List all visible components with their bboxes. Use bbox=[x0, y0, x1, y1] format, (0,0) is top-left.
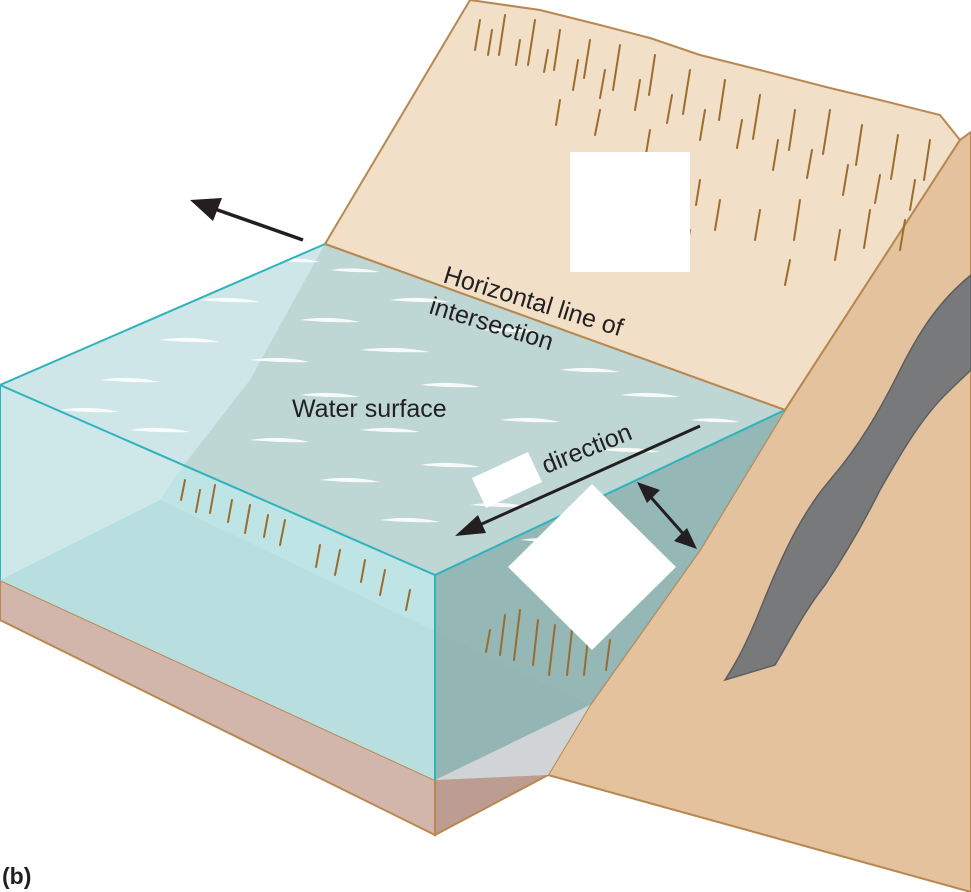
land-block-side-face bbox=[546, 130, 971, 892]
panel-label: (b) bbox=[2, 863, 31, 889]
water-outline bbox=[0, 243, 786, 780]
rock-bed-layer bbox=[723, 274, 971, 682]
double-arrow-icon bbox=[637, 482, 697, 549]
strata-lines-land bbox=[474, 14, 931, 286]
water-surface-light bbox=[0, 244, 325, 580]
strata-lines-lakefloor bbox=[180, 479, 411, 611]
strata-lines-underwater bbox=[485, 609, 611, 676]
arrow-dip-direction-icon bbox=[455, 424, 701, 536]
label-box-diamond bbox=[508, 484, 676, 650]
label-water-surface: Water surface bbox=[292, 395, 447, 423]
line-of-intersection bbox=[324, 243, 786, 411]
arrow-left-icon bbox=[190, 198, 304, 242]
label-box-top bbox=[570, 152, 690, 272]
label-box-small bbox=[472, 452, 542, 508]
